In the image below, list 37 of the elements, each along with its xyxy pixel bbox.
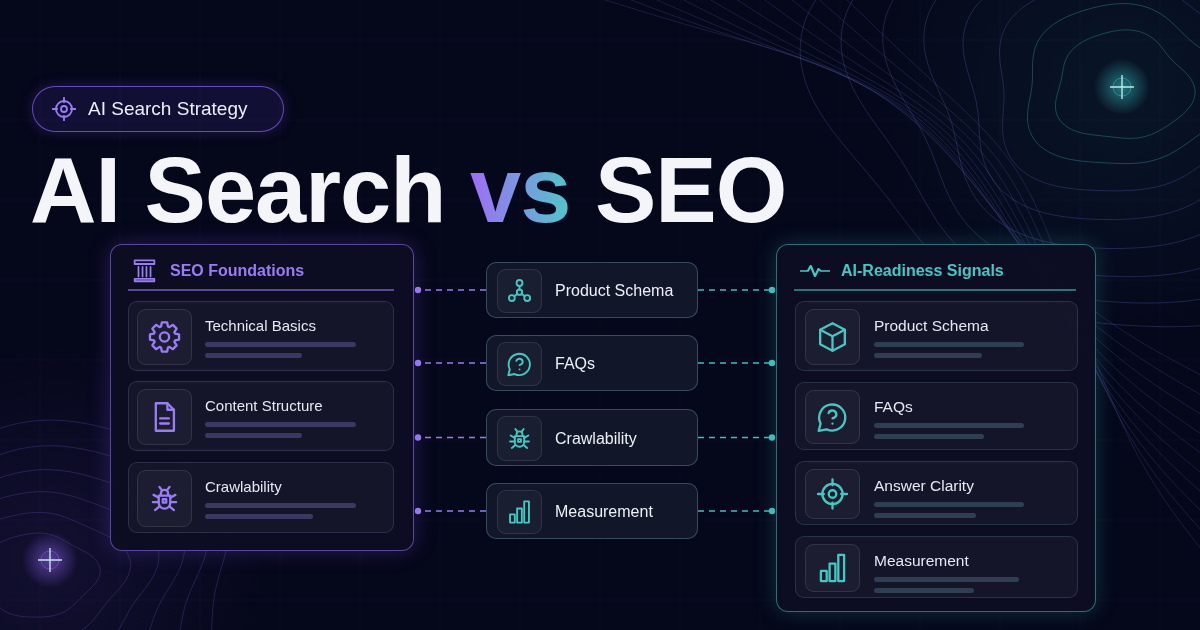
- card-title: Crawlability: [205, 477, 282, 497]
- topic-card: [486, 483, 698, 539]
- list-card: [795, 536, 1078, 598]
- panel-heading: SEO Foundations: [170, 261, 305, 281]
- main-title: AI Search vs SEO: [30, 144, 787, 236]
- panel-heading: AI-Readiness Signals: [841, 261, 1004, 281]
- dashed-connector: [697, 434, 776, 441]
- dashed-connector: [414, 359, 487, 367]
- panel: [110, 244, 414, 551]
- tag-pill: [32, 86, 284, 132]
- card-title: FAQs: [555, 354, 595, 374]
- tag-label: AI Search Strategy: [88, 97, 248, 121]
- panel: [776, 244, 1096, 612]
- card-title: Answer Clarity: [874, 476, 974, 496]
- card-title: Technical Basics: [205, 316, 316, 336]
- list-card: [128, 381, 394, 451]
- list-card: [795, 461, 1078, 525]
- card-title: Content Structure: [205, 396, 323, 416]
- dashed-connector: [414, 507, 487, 515]
- topic-card: [486, 262, 698, 318]
- card-title: Product Schema: [874, 316, 989, 336]
- card-title: FAQs: [874, 397, 913, 417]
- topic-card: [486, 335, 698, 391]
- list-card: [795, 382, 1078, 450]
- dashed-connector: [414, 434, 487, 441]
- card-title: Measurement: [874, 551, 969, 571]
- card-title: Crawlability: [555, 429, 637, 449]
- card-title: Product Schema: [555, 281, 674, 301]
- dashed-connector: [697, 507, 776, 515]
- list-card: [128, 462, 394, 533]
- dashed-connector: [414, 286, 487, 294]
- dashed-connector: [697, 359, 776, 367]
- list-card: [128, 301, 394, 371]
- topic-card: [486, 409, 698, 466]
- card-title: Measurement: [555, 502, 653, 522]
- list-card: [795, 301, 1078, 371]
- dashed-connector: [697, 286, 776, 294]
